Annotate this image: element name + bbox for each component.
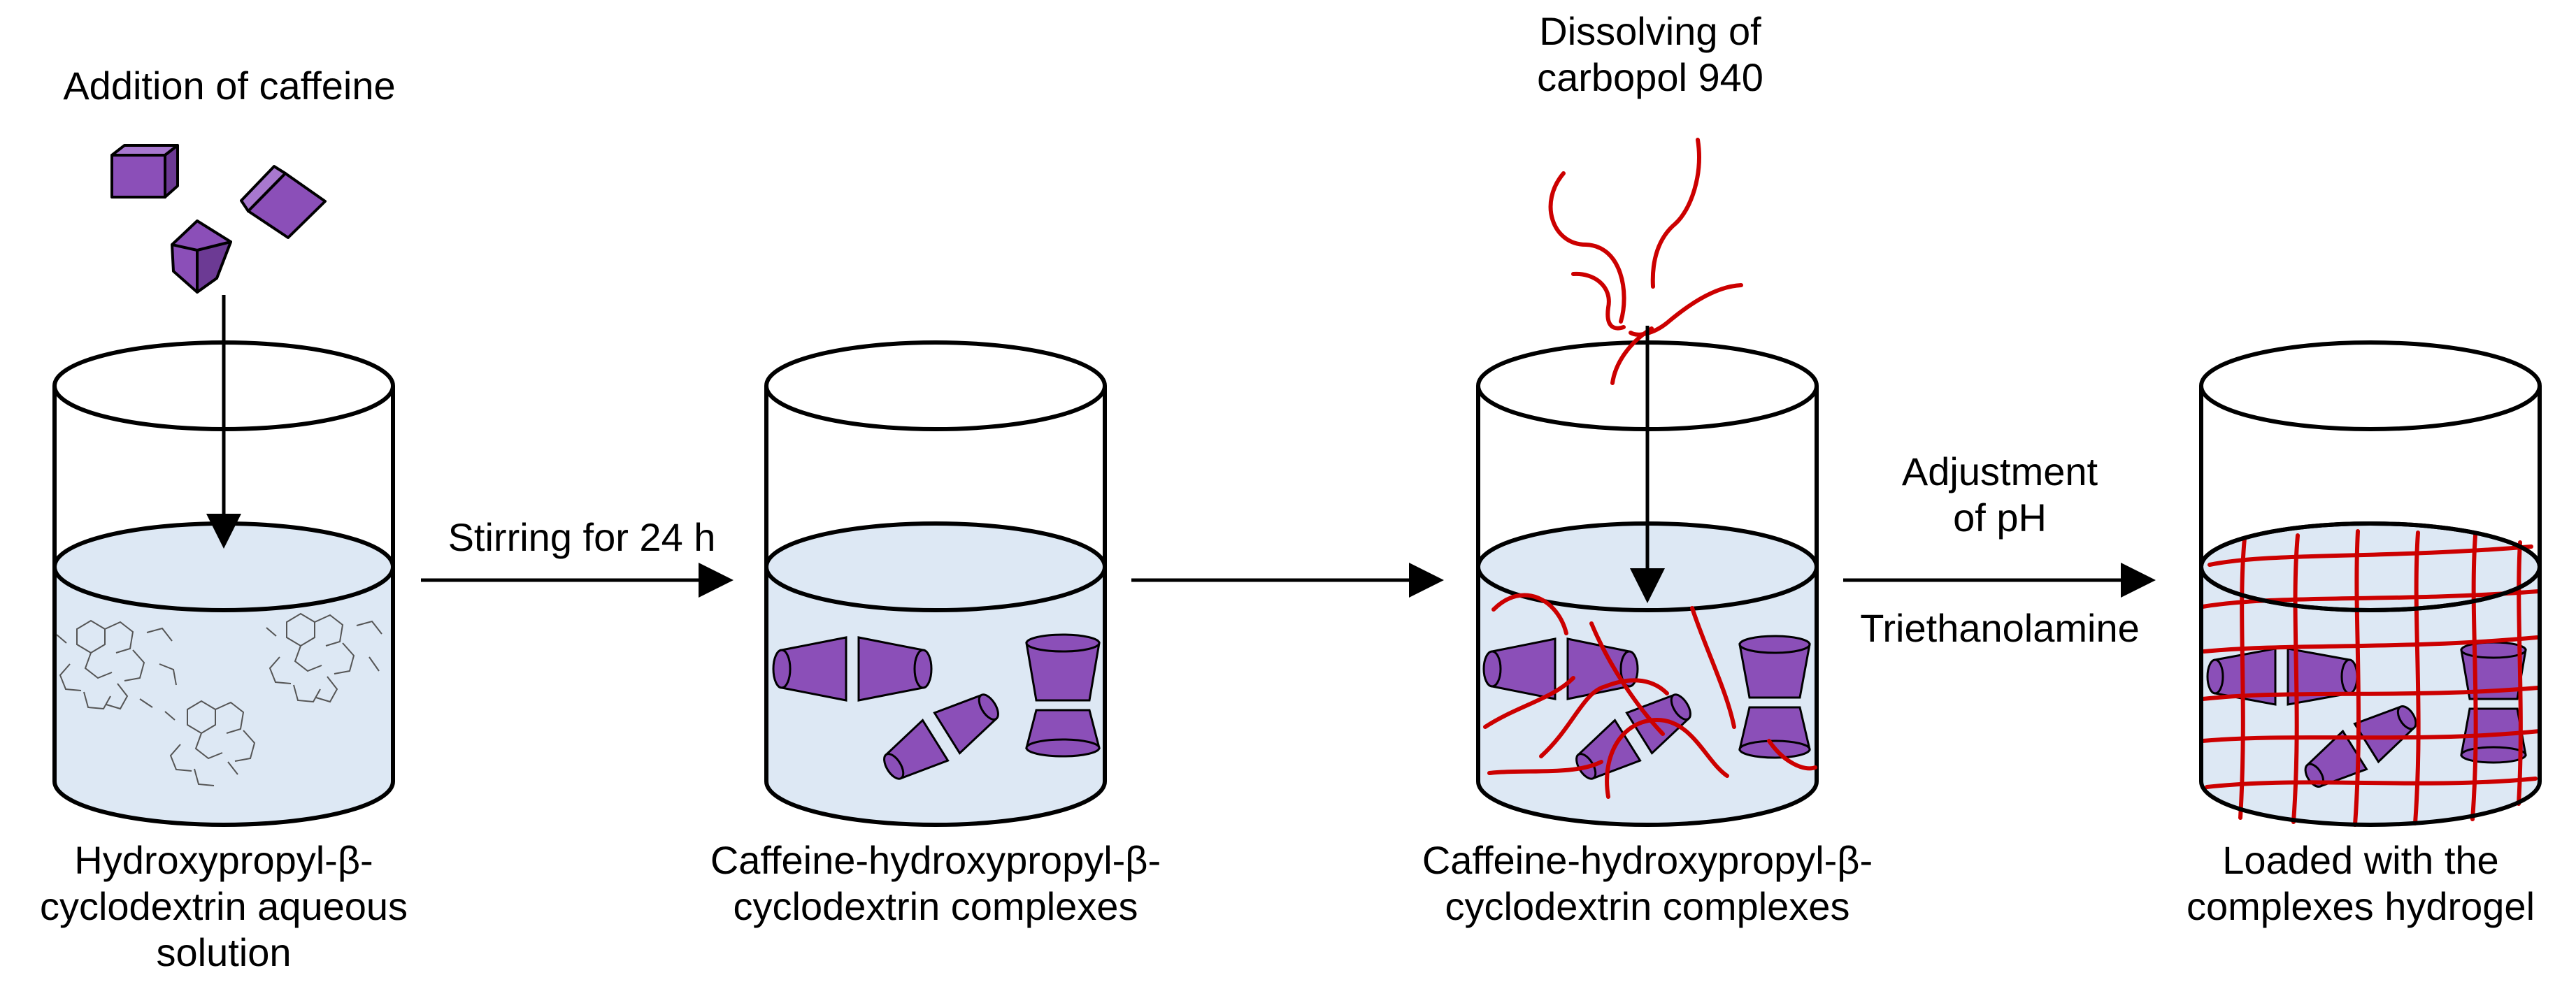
inclusion-complex-icon bbox=[2304, 705, 2417, 788]
beaker-solution bbox=[52, 340, 395, 827]
inclusion-complex-icon bbox=[883, 693, 999, 780]
beaker-complexes-caption: Caffeine-hydroxypropyl-β- cyclodextrin c… bbox=[710, 838, 1161, 928]
cyclodextrin-molecule-icon bbox=[266, 612, 382, 703]
carbopol-strand-icon bbox=[1548, 138, 1743, 385]
caffeine-crystal-icon bbox=[240, 165, 327, 239]
cyclodextrin-molecule-icon bbox=[164, 700, 256, 786]
stirring-label: Stirring for 24 h bbox=[448, 515, 716, 559]
hydrogel-network-icon bbox=[2201, 529, 2542, 827]
carbopol-chain-icon bbox=[1483, 593, 1817, 799]
inclusion-complex-icon bbox=[2206, 647, 2359, 706]
caffeine-crystal-icon bbox=[171, 219, 232, 294]
beaker-complexes bbox=[764, 340, 1107, 827]
beaker-carbopol-caption: Caffeine-hydroxypropyl-β- cyclodextrin c… bbox=[1422, 838, 1873, 928]
inclusion-complex-icon bbox=[1738, 635, 1811, 759]
beaker-hydrogel-caption: Loaded with the complexes hydrogel bbox=[2186, 838, 2535, 928]
cyclodextrin-molecule-icon bbox=[56, 619, 177, 710]
carbopol-dissolving-label: Dissolving of carbopol 940 bbox=[1537, 9, 1763, 99]
inclusion-complex-icon bbox=[1025, 633, 1101, 758]
beaker-hydrogel bbox=[2199, 340, 2542, 827]
inclusion-complex-icon bbox=[772, 636, 933, 702]
caffeine-addition-label: Addition of caffeine bbox=[63, 64, 396, 108]
triethanolamine-label: Triethanolamine bbox=[1860, 606, 2140, 650]
caffeine-crystal-icon bbox=[110, 144, 179, 199]
ph-adjustment-label: Adjustment of pH bbox=[1901, 449, 2098, 540]
beaker-solution-caption: Hydroxypropyl-β- cyclodextrin aqueous so… bbox=[39, 838, 408, 974]
